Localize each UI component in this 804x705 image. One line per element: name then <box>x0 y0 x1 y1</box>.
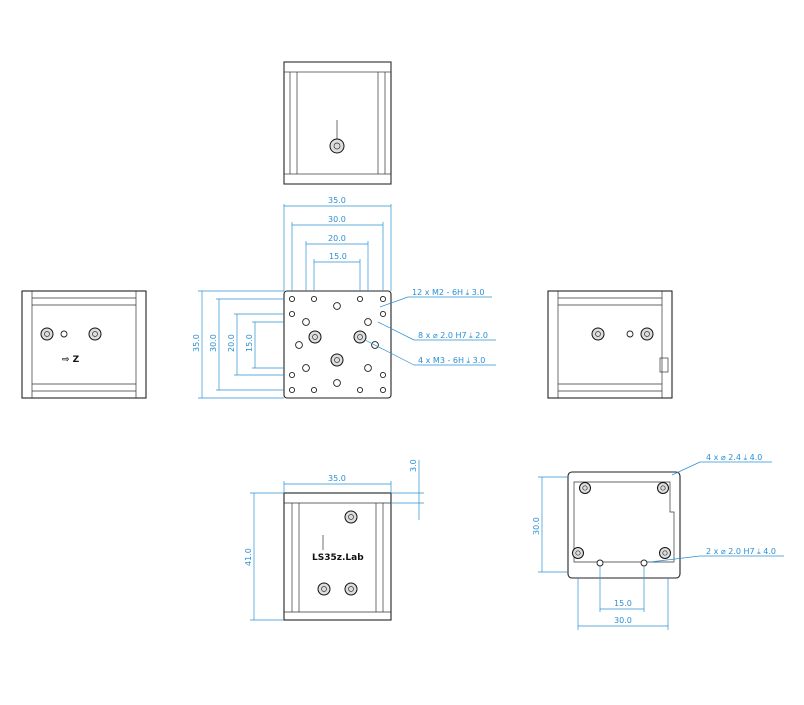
left-side-view: ⇨ Z <box>21 290 147 399</box>
callout-clearance: 4 x ⌀ 2.4 ⤓ 4.0 <box>706 453 762 462</box>
pin-hole <box>302 364 310 372</box>
bottom-pin-hole <box>596 559 604 567</box>
m2-hole <box>356 295 364 303</box>
axis-label: ⇨ Z <box>62 355 80 365</box>
dim-bottom-15: 15.0 <box>614 599 632 608</box>
pin-hole <box>302 318 310 326</box>
bottom-pin-hole <box>640 559 648 567</box>
dim-bottom-30-vertical: 30.0 <box>532 517 541 535</box>
plate-callouts: 12 x M2 - 6H ⤓ 3.0 8 x ⌀ 2.0 H7 ⤓ 2.0 4 … <box>364 288 496 366</box>
plate-left-dimensions: 35.0 30.0 20.0 15.0 <box>192 290 284 399</box>
mount-screw <box>344 510 358 524</box>
set-screw <box>329 138 345 154</box>
m3-hole <box>308 330 322 344</box>
mount-screw <box>40 327 54 341</box>
product-label: LS35z.Lab <box>312 553 364 563</box>
pin-hole <box>60 330 68 338</box>
m2-hole <box>379 295 387 303</box>
mount-screw <box>317 582 331 596</box>
m2-hole <box>379 310 387 318</box>
clearance-hole <box>657 482 669 494</box>
callout-pin: 8 x ⌀ 2.0 H7 ⤓ 2.0 <box>418 331 488 340</box>
dim-top-15: 15.0 <box>329 252 347 261</box>
mount-screw <box>640 327 654 341</box>
top-view <box>283 61 392 185</box>
callout-bottom-pin: 2 x ⌀ 2.0 H7 ⤓ 4.0 <box>706 547 776 556</box>
pin-hole <box>333 379 341 387</box>
dim-side-30: 30.0 <box>209 334 218 352</box>
dim-top-20: 20.0 <box>328 234 346 243</box>
m3-hole <box>330 353 344 367</box>
m2-hole <box>310 295 318 303</box>
right-side-view <box>547 290 673 399</box>
callout-m2: 12 x M2 - 6H ⤓ 3.0 <box>412 288 484 297</box>
connector-tab <box>659 357 669 373</box>
pin-hole <box>364 364 372 372</box>
m2-hole <box>379 371 387 379</box>
callout-m3: 4 x M3 - 6H ⤓ 3.0 <box>418 356 485 365</box>
mount-screw <box>344 582 358 596</box>
mount-screw <box>88 327 102 341</box>
clearance-hole <box>572 547 584 559</box>
m2-hole <box>288 310 296 318</box>
pin-hole <box>626 330 634 338</box>
dim-side-15: 15.0 <box>245 334 254 352</box>
m3-hole <box>353 330 367 344</box>
dim-front-3: 3.0 <box>409 459 418 472</box>
dim-front-35: 35.0 <box>328 474 346 483</box>
plate-view <box>283 290 392 399</box>
bottom-dimensions: 4 x ⌀ 2.4 ⤓ 4.0 2 x ⌀ 2.0 H7 ⤓ 4.0 30.0 … <box>532 453 784 630</box>
bottom-view <box>567 471 681 579</box>
plate-top-dimensions: 35.0 30.0 20.0 15.0 <box>283 196 392 291</box>
m2-hole <box>310 386 318 394</box>
clearance-hole <box>579 482 591 494</box>
front-dimensions: 35.0 41.0 3.0 <box>244 459 424 621</box>
mount-screw <box>591 327 605 341</box>
m2-hole <box>356 386 364 394</box>
m2-hole <box>379 386 387 394</box>
pin-hole <box>364 318 372 326</box>
dim-top-35: 35.0 <box>328 196 346 205</box>
dim-side-35: 35.0 <box>192 334 201 352</box>
pin-hole <box>333 302 341 310</box>
dim-side-20: 20.0 <box>227 334 236 352</box>
m2-hole <box>288 371 296 379</box>
pin-hole <box>295 341 303 349</box>
m2-hole <box>288 295 296 303</box>
clearance-hole <box>659 547 671 559</box>
dim-top-30: 30.0 <box>328 215 346 224</box>
dim-front-41: 41.0 <box>244 548 253 566</box>
m2-hole <box>288 386 296 394</box>
front-view: LS35z.Lab <box>283 492 392 621</box>
dim-bottom-30: 30.0 <box>614 616 632 625</box>
